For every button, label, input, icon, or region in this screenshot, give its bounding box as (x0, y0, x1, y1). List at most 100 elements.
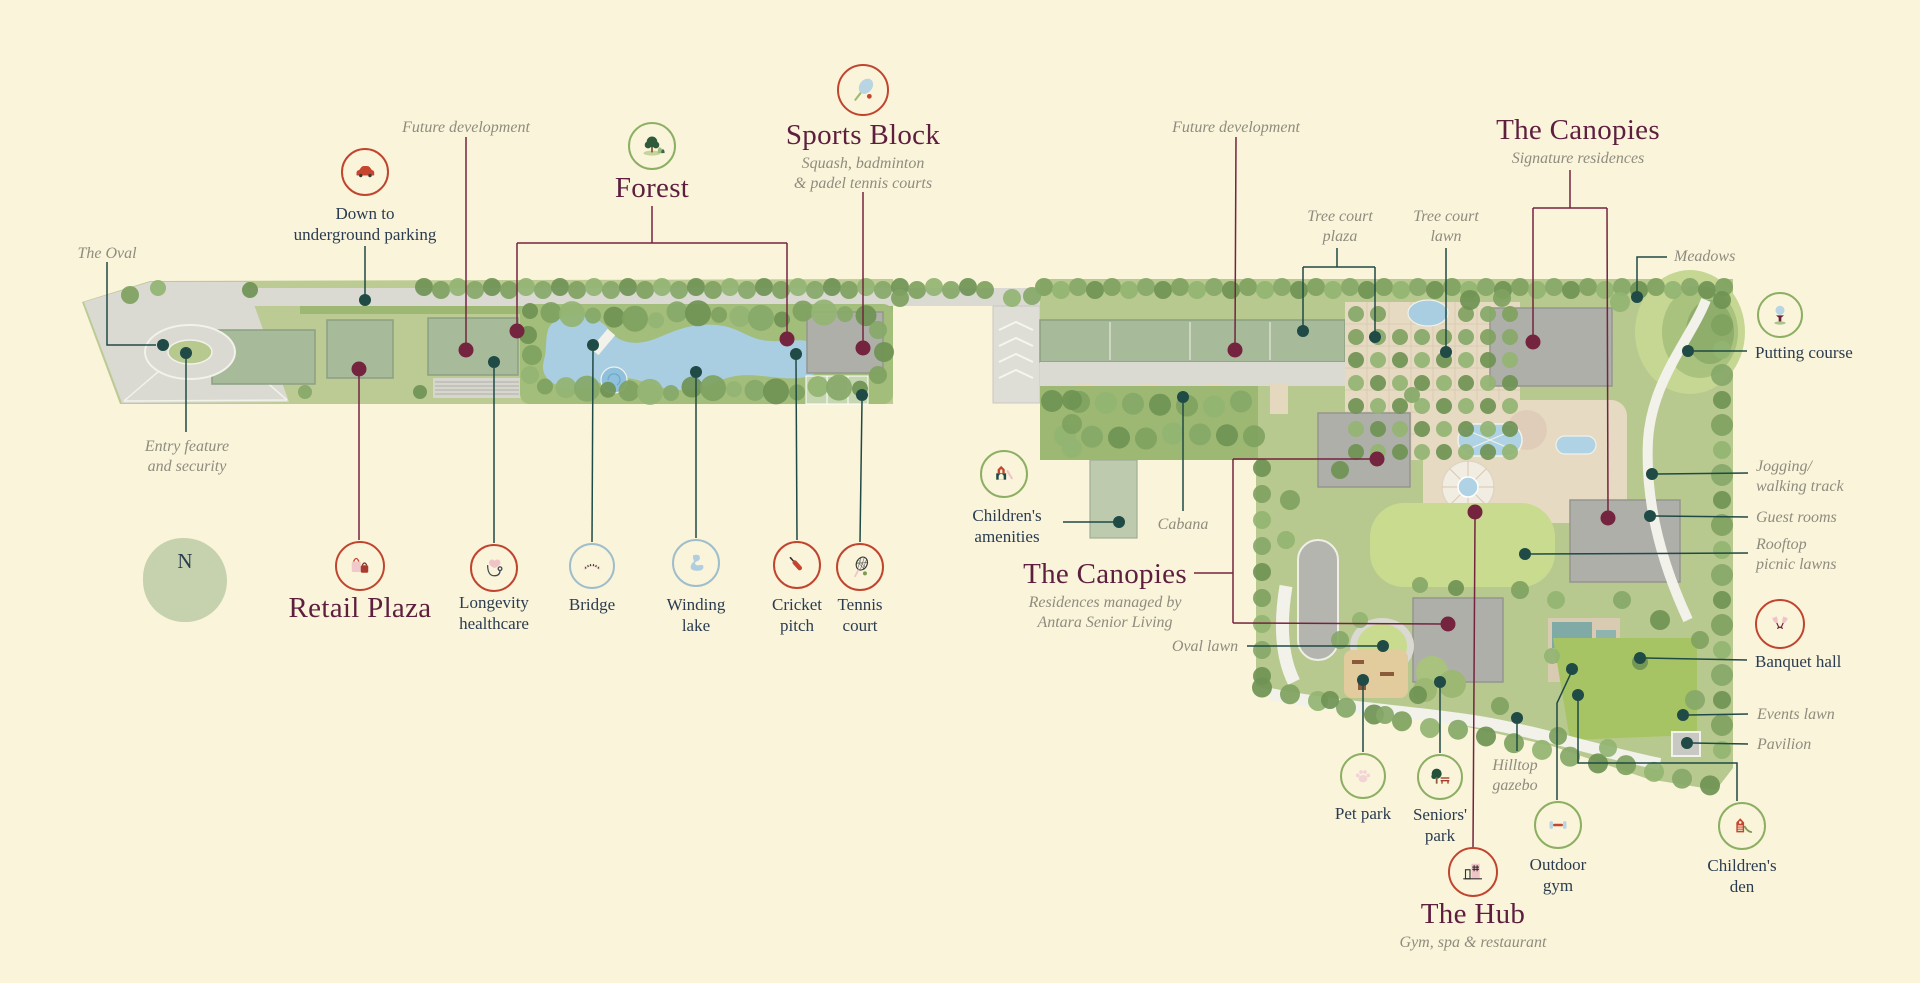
leader-line-rooftop-picnic-lawns (1530, 552, 1749, 555)
callout-longevity-healthcare-text: healthcare (459, 614, 529, 633)
leader-dot-forest (509, 323, 525, 339)
leader-line-guest-rooms (1655, 515, 1749, 518)
leader-dot-pavilion (1681, 737, 1693, 749)
compass-north-badge: N (143, 538, 227, 622)
canopies-grounds (1039, 270, 1745, 790)
leader-dot-meadows (1631, 291, 1643, 303)
central-lawn (1370, 503, 1555, 587)
callout-sports-block-text: Sports Block (785, 119, 941, 151)
leader-dot-future-development-west (458, 342, 474, 358)
callout-hilltop-gazebo-text: gazebo (1492, 777, 1538, 794)
callout-future-development-east-text: Future development (1172, 119, 1300, 136)
canopies-building-w (1317, 412, 1411, 488)
callout-events-lawn: Events lawn (1757, 705, 1835, 725)
tree-court-plaza-area (1345, 302, 1520, 460)
callout-cricket-pitch-text: pitch (779, 616, 814, 635)
leader-line-future-development-east (1234, 136, 1237, 345)
callout-the-hub-subtitle: Gym, spa & restaurant (1400, 933, 1547, 953)
residential-buildings (211, 317, 519, 385)
sports-block-building (806, 311, 884, 374)
callout-the-hub-text: The Hub (1420, 898, 1526, 930)
parking-stripes (433, 378, 521, 398)
bags-icon (335, 541, 385, 591)
leader-line-pavilion (1692, 742, 1749, 745)
callout-events-lawn-text: Events lawn (1757, 706, 1835, 723)
leader-dot-pet-park (1357, 674, 1369, 686)
leader-line-childrens-den (1577, 700, 1738, 801)
leader-dot-the-canopies-managed (1440, 616, 1456, 632)
leader-dot-cabana (1177, 391, 1189, 403)
cabana-strip (1089, 459, 1138, 539)
winding-lake-water (542, 315, 827, 391)
callout-tree-court-lawn-text: Tree court (1413, 208, 1479, 225)
callout-outdoor-gym-text: Outdoor (1529, 855, 1587, 874)
callout-the-oval: The Oval (77, 244, 136, 264)
callout-underground-parking-text: underground parking (293, 225, 437, 244)
callout-the-canopies-managed-subtitle-text: Antara Senior Living (1037, 614, 1173, 631)
callout-banquet-hall: Banquet hall (1755, 651, 1841, 672)
callout-retail-plaza: Retail Plaza (289, 591, 432, 626)
leader-dot-outdoor-gym (1566, 663, 1578, 675)
callout-seniors-park: Seniors'park (1413, 804, 1467, 846)
callout-the-canopies-text: The Canopies (1496, 114, 1660, 146)
racket2-icon (836, 543, 884, 591)
oval-roundabout (144, 324, 236, 380)
callout-tennis-court-text: court (842, 616, 878, 635)
champagne-icon (1755, 599, 1805, 649)
callout-sports-block-subtitle: Squash, badminton& padel tennis courts (786, 154, 940, 194)
jogging-track-path (1642, 298, 1711, 623)
long-residence-building (1039, 319, 1346, 363)
leader-dot-bridge (587, 339, 599, 351)
leader-dot-forest (779, 331, 795, 347)
callout-pavilion-text: Pavilion (1757, 736, 1812, 753)
callout-cricket-pitch: Cricket pitch (772, 594, 822, 636)
callout-childrens-amenities-text: Children's (972, 506, 1042, 525)
callout-entry-security-text: and security (147, 458, 227, 475)
leader-dot-the-canopies-managed (1369, 451, 1385, 467)
hub-icon (1448, 847, 1498, 897)
leader-dot-banquet-hall (1634, 652, 1646, 664)
events-lawn-area (1553, 638, 1697, 740)
callout-future-development-west-text: Future development (402, 119, 530, 136)
leader-dot-childrens-amenities (1113, 516, 1125, 528)
pavilion-structure (1671, 731, 1701, 757)
callout-forest-text: Forest (614, 172, 690, 204)
leader-dot-entry-security (180, 347, 192, 359)
tennis-courts-area (805, 375, 869, 405)
bridge-icon (569, 543, 615, 589)
leader-line-outdoor-gym (1556, 672, 1572, 800)
seniors-park-area (1413, 656, 1466, 702)
callout-jogging-walking-track-text: walking track (1756, 478, 1844, 495)
central-plaza-rosette (1441, 460, 1495, 514)
bottom-path (1268, 688, 1662, 770)
callout-sports-block-subtitle-text: Squash, badminton (801, 155, 925, 172)
swimming-pool (1457, 423, 1523, 457)
callout-the-canopies-subtitle: Signature residences (1496, 149, 1660, 169)
callout-jogging-walking-track-text: Jogging/ (1756, 458, 1812, 475)
tree-canopies-decoration (121, 278, 1733, 796)
callout-rooftop-picnic-lawns-text: picnic lawns (1756, 556, 1837, 573)
callout-cricket-pitch-text: Cricket (771, 595, 823, 614)
callout-future-development-west: Future development (402, 118, 530, 138)
leader-line-the-canopies-managed (1232, 622, 1443, 625)
callout-hilltop-gazebo-text: Hilltop (1492, 757, 1538, 774)
leader-line-cricket-pitch (795, 359, 798, 541)
leader-dot-tennis-court (856, 389, 868, 401)
callout-seniors-park-text: park (1424, 826, 1456, 845)
canopies-building-s (1412, 597, 1504, 683)
callout-winding-lake-text: Winding (666, 595, 726, 614)
callout-the-canopies-managed-subtitle-text: Residences managed by (1028, 594, 1182, 611)
leader-dot-tree-court-plaza (1369, 331, 1381, 343)
car-icon (341, 148, 389, 196)
callout-tree-court-plaza-text: Tree court (1307, 208, 1373, 225)
callout-guest-rooms-text: Guest rooms (1756, 509, 1837, 526)
